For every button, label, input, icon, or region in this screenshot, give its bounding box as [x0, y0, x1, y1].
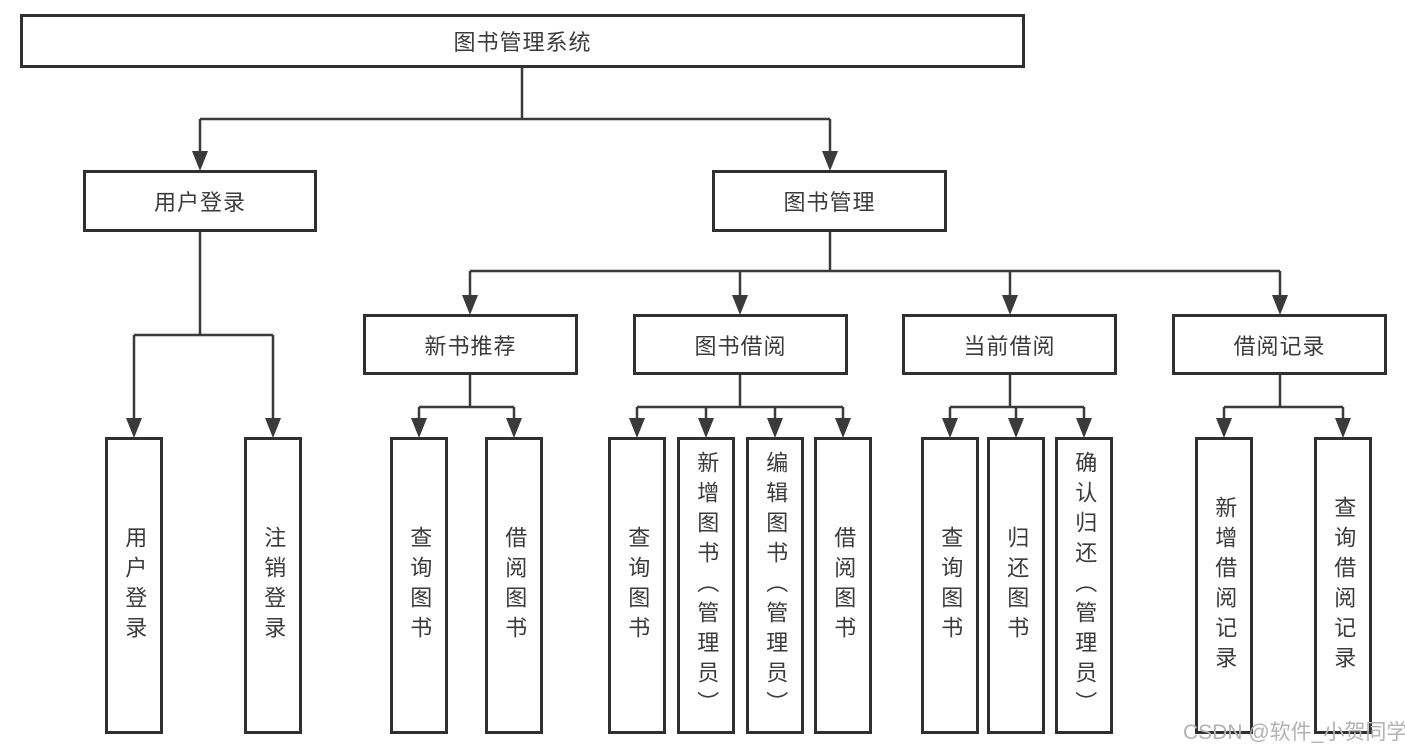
leaf-rec-query-books: 查询图书: [390, 437, 448, 734]
connector-new-book-split: [411, 373, 522, 438]
csdn-watermark: CSDN @软件_小贺同学: [1183, 721, 1405, 744]
node-current-borrow: 当前借阅: [902, 314, 1117, 375]
node-book-management-label: 图书管理: [783, 190, 876, 215]
leaf-confirm-return-admin-label: 确认归还（管理员）: [1072, 450, 1098, 721]
leaf-edit-books-admin: 编辑图书（管理员）: [746, 437, 804, 734]
leaf-borrow-books: 借阅图书: [814, 437, 872, 734]
leaf-add-borrow-record: 新增借阅记录: [1195, 437, 1253, 734]
node-current-borrow-label: 当前借阅: [963, 333, 1056, 359]
leaf-current-query-books-label: 查询图书: [938, 525, 964, 646]
node-root-label: 图书管理系统: [453, 30, 592, 55]
leaf-query-borrow-record: 查询借阅记录: [1314, 437, 1372, 734]
leaf-add-books-admin-label: 新增图书（管理员）: [694, 450, 720, 721]
connector-current-borrow-split: [942, 373, 1092, 438]
node-user-login: 用户登录: [83, 170, 317, 232]
leaf-borrow-query-books: 查询图书: [608, 437, 666, 734]
node-user-login-label: 用户登录: [153, 190, 246, 215]
leaf-logout-label: 注销登录: [261, 525, 287, 646]
leaf-confirm-return-admin: 确认归还（管理员）: [1055, 437, 1113, 734]
node-root: 图书管理系统: [20, 14, 1025, 68]
node-borrow-records: 借阅记录: [1172, 314, 1387, 375]
leaf-return-books: 归还图书: [987, 437, 1045, 734]
leaf-return-books-label: 归还图书: [1004, 525, 1030, 646]
leaf-query-borrow-record-label: 查询借阅记录: [1331, 495, 1357, 676]
connector-book-borrow-split: [629, 373, 851, 438]
leaf-add-books-admin: 新增图书（管理员）: [677, 437, 735, 734]
leaf-rec-borrow-books-label: 借阅图书: [502, 525, 528, 646]
leaf-borrow-books-label: 借阅图书: [831, 525, 857, 646]
leaf-rec-query-books-label: 查询图书: [407, 525, 433, 646]
node-borrow-records-label: 借阅记录: [1233, 333, 1326, 359]
connector-user-login-split: [126, 230, 281, 438]
leaf-user-login: 用户登录: [105, 437, 163, 734]
node-book-borrow-label: 图书借阅: [694, 333, 787, 359]
leaf-borrow-query-books-label: 查询图书: [625, 525, 651, 646]
leaf-edit-books-admin-label: 编辑图书（管理员）: [763, 450, 789, 721]
node-book-management: 图书管理: [712, 170, 947, 232]
leaf-current-query-books: 查询图书: [921, 437, 979, 734]
leaf-user-login-label: 用户登录: [122, 525, 148, 646]
connector-root-split: [192, 66, 838, 171]
connector-book-management-split: [462, 230, 1288, 315]
node-new-book-recommend: 新书推荐: [363, 314, 578, 375]
node-new-book-recommend-label: 新书推荐: [424, 333, 517, 359]
leaf-rec-borrow-books: 借阅图书: [485, 437, 543, 734]
leaf-logout: 注销登录: [244, 437, 302, 734]
connector-borrow-records-split: [1216, 373, 1351, 438]
node-book-borrow: 图书借阅: [633, 314, 848, 375]
leaf-add-borrow-record-label: 新增借阅记录: [1212, 495, 1238, 676]
